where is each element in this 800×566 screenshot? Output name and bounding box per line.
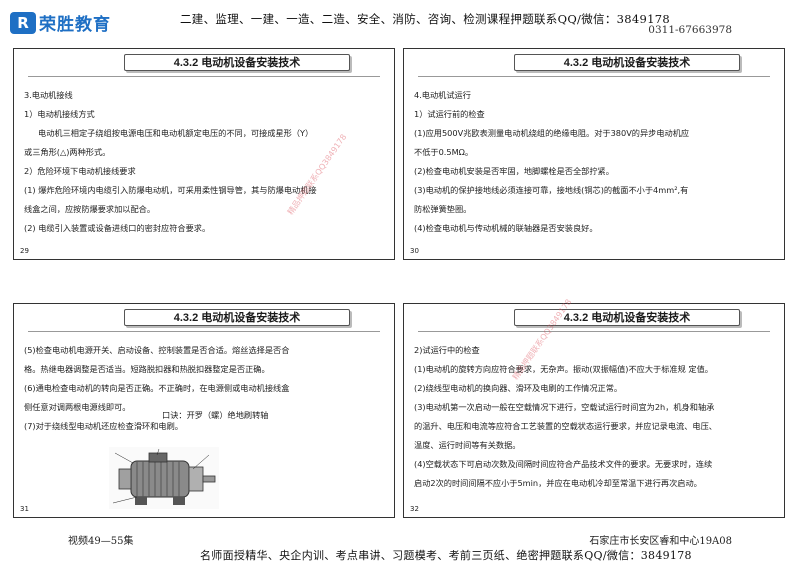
text-line: 1）试运行前的检查 xyxy=(414,109,485,119)
slide-body: (5)检查电动机电源开关、启动设备、控制装置是否合适。熔丝选择是否合 格。热继电… xyxy=(24,341,384,436)
text-line: 2）危险环境下电动机接线要求 xyxy=(24,166,136,176)
text-line: (2) 电缆引入装置或设备进线口的密封应符合要求。 xyxy=(24,223,211,233)
text-line: (7)对于绕线型电动机还应检查滑环和电刷。 xyxy=(24,421,183,431)
text-line: 防松弹簧垫圈。 xyxy=(414,204,472,214)
text-line: 不低于0.5MΩ。 xyxy=(414,147,474,157)
slide-32: 4.3.2 电动机设备安装技术 2)试运行中的检查 (1)电动机的旋转方向应符合… xyxy=(403,298,785,518)
page-number: 32 xyxy=(410,505,419,513)
header-contact: 二建、监理、一建、一造、二造、安全、消防、咨询、检测课程押题联系QQ/微信：38… xyxy=(180,12,670,26)
text-line: (4)空载状态下可启动次数及间隔时间应符合产品技术文件的要求。无要求时，连续 xyxy=(414,459,713,469)
page-number: 31 xyxy=(20,505,29,513)
text-line: 4.电动机试运行 xyxy=(414,90,471,100)
text-line: 电动机三相定子绕组按电源电压和电动机额定电压的不同，可接成星形（Y） xyxy=(38,128,314,138)
logo-text: 荣胜教育 xyxy=(39,15,111,35)
motor-illustration xyxy=(109,447,219,509)
slide-body: 3.电动机接线 1）电动机接线方式 电动机三相定子绕组按电源电压和电动机额定电压… xyxy=(24,86,384,238)
logo: R 荣胜教育 xyxy=(10,10,111,35)
text-line: (2)检查电动机安装是否牢固，地脚螺栓是否全部拧紧。 xyxy=(414,166,614,176)
slide-body: 2)试运行中的检查 (1)电动机的旋转方向应符合要求，无杂声。振动(双振幅值)不… xyxy=(414,341,774,493)
title-divider xyxy=(418,331,770,332)
slide-title: 4.3.2 电动机设备安装技术 xyxy=(514,54,740,71)
page-header: R 荣胜教育 二建、监理、一建、一造、二造、安全、消防、咨询、检测课程押题联系Q… xyxy=(0,0,800,40)
text-line: 2)试运行中的检查 xyxy=(414,345,480,355)
text-line: (4)检查电动机与传动机械的联轴器是否安装良好。 xyxy=(414,223,598,233)
slide-29: 4.3.2 电动机设备安装技术 3.电动机接线 1）电动机接线方式 电动机三相定… xyxy=(13,48,395,260)
text-line: 3.电动机接线 xyxy=(24,90,73,100)
page-number: 30 xyxy=(410,247,419,255)
text-line: (1) 爆炸危险环境内电缆引入防爆电动机，可采用柔性钢导管，其与防爆电动机接 xyxy=(24,185,317,195)
slide-body: 4.电动机试运行 1）试运行前的检查 (1)应用500V兆欧表测量电动机绕组的绝… xyxy=(414,86,774,238)
text-line: 1）电动机接线方式 xyxy=(24,109,95,119)
text-line: (1)电动机的旋转方向应符合要求，无杂声。振动(双振幅值)不应大于标准规 定值。 xyxy=(414,364,713,374)
footer-contact: 名师面授精华、央企内训、考点串讲、习题模考、考前三页纸、绝密押题联系QQ/微信：… xyxy=(200,549,692,562)
footer-address: 石家庄市长安区睿和中心19A08 xyxy=(589,536,732,547)
text-line: 的温升、电压和电流等应符合工艺装置的空载状态运行要求，并应记录电流、电压、 xyxy=(414,421,717,431)
text-line: 启动2次的时间间隔不应小于5min，并应在电动机冷却至常温下进行再次启动。 xyxy=(414,478,702,488)
slide-title: 4.3.2 电动机设备安装技术 xyxy=(514,309,740,326)
slide-30: 4.3.2 电动机设备安装技术 4.电动机试运行 1）试运行前的检查 (1)应用… xyxy=(403,48,785,260)
title-divider xyxy=(418,76,770,77)
text-line: (5)检查电动机电源开关、启动设备、控制装置是否合适。熔丝选择是否合 xyxy=(24,345,290,355)
header-phone: 0311-67663978 xyxy=(648,24,732,36)
text-line: 侧任意对调两根电源线即可。 xyxy=(24,402,131,412)
mnemonic-text: 口诀：开罗（螺）绝地刷转轴 xyxy=(162,410,269,420)
slide-31: 4.3.2 电动机设备安装技术 (5)检查电动机电源开关、启动设备、控制装置是否… xyxy=(13,303,395,518)
text-line: 或三角形(△)两种形式。 xyxy=(24,147,111,157)
logo-mark: R xyxy=(10,11,36,34)
text-line: (6)通电检查电动机的转向是否正确。不正确时，在电源侧或电动机接线盒 xyxy=(24,383,290,393)
title-divider xyxy=(28,331,380,332)
text-line: 线盒之间，应按防爆要求加以配合。 xyxy=(24,204,156,214)
text-line: 格。热继电器调整是否适当。短路脱扣器和热脱扣器整定是否正确。 xyxy=(24,364,270,374)
slide-title: 4.3.2 电动机设备安装技术 xyxy=(124,54,350,71)
slide-title: 4.3.2 电动机设备安装技术 xyxy=(124,309,350,326)
title-divider xyxy=(28,76,380,77)
page-number: 29 xyxy=(20,247,29,255)
text-line: (2)绕线型电动机的换向器、滑环及电刷的工作情况正常。 xyxy=(414,383,623,393)
text-line: (1)应用500V兆欧表测量电动机绕组的绝缘电阻。对于380V的异步电动机应 xyxy=(414,128,690,138)
text-line: (3)电动机第一次启动一般在空载情况下进行，空载试运行时间宜为2h，机身和轴承 xyxy=(414,402,715,412)
text-line: (3)电动机的保护接地线必须连接可靠，接地线(铜芯)的截面不小于4mm²,有 xyxy=(414,185,689,195)
text-line: 温度、运行时间等有关数据。 xyxy=(414,440,521,450)
footer-video-range: 视频49—55集 xyxy=(68,536,134,547)
